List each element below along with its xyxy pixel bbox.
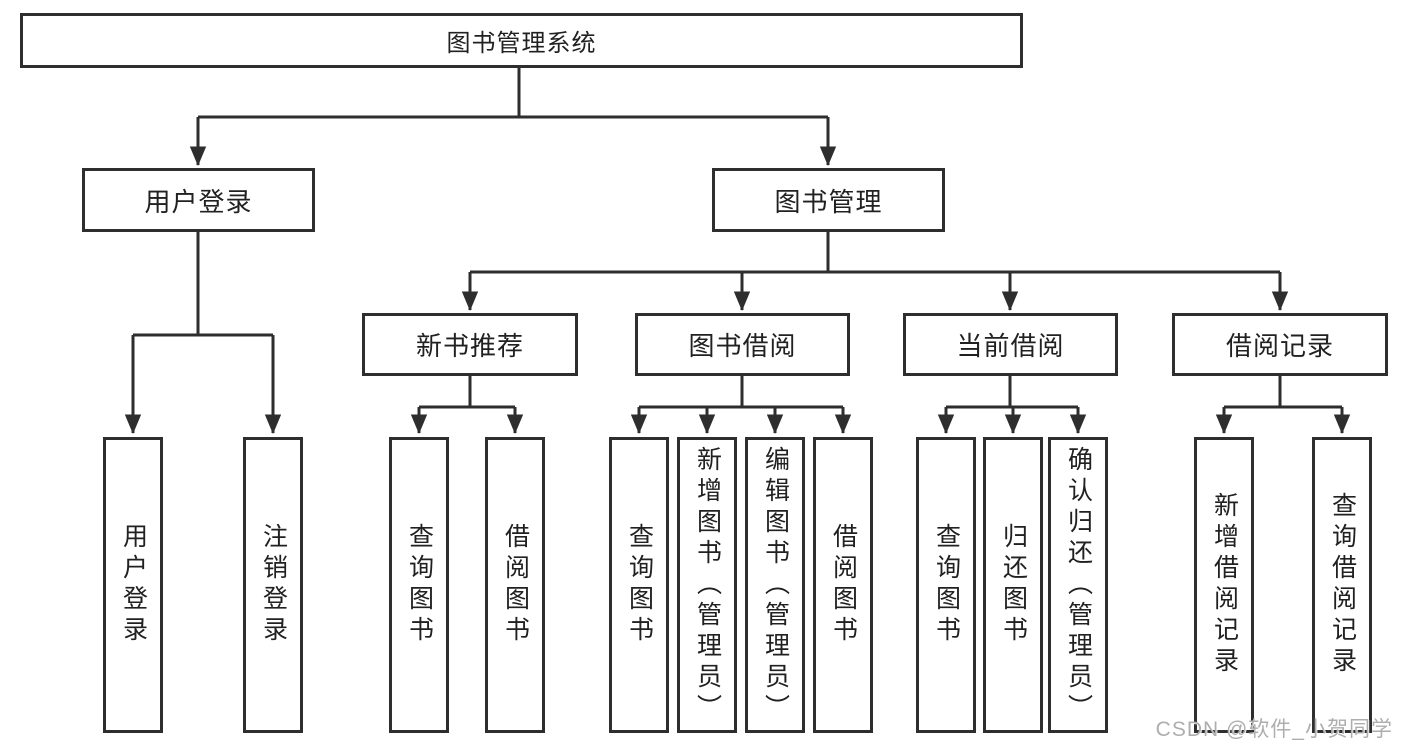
node-bb-add-books-admin: 新增图书（管理员）	[677, 437, 737, 733]
node-current-borrowing: 当前借阅	[903, 313, 1118, 376]
node-cb-query-books: 查询图书	[916, 437, 976, 733]
node-logout-leaf: 注销登录	[243, 437, 303, 733]
node-book-borrowing: 图书借阅	[635, 313, 850, 376]
node-nr-query-books: 查询图书	[389, 437, 449, 733]
node-bb-borrow-books: 借阅图书	[813, 437, 873, 733]
node-cb-return-books: 归还图书	[983, 437, 1043, 733]
node-borrowing-records: 借阅记录	[1172, 313, 1388, 376]
watermark-csdn: CSDN @软件_小贺同学	[1155, 718, 1393, 741]
node-nr-borrow-books: 借阅图书	[485, 437, 545, 733]
node-cb-confirm-return-admin: 确认归还（管理员）	[1048, 437, 1108, 733]
node-new-book-recommendation: 新书推荐	[362, 313, 578, 376]
node-br-query-record: 查询借阅记录	[1312, 437, 1372, 733]
node-bb-query-books: 查询图书	[609, 437, 669, 733]
node-book-management: 图书管理	[712, 168, 945, 232]
node-library-management-system: 图书管理系统	[20, 13, 1023, 68]
node-user-login-leaf: 用户登录	[103, 437, 163, 733]
node-user-login: 用户登录	[82, 168, 315, 232]
node-br-add-record: 新增借阅记录	[1194, 437, 1254, 733]
node-bb-edit-books-admin: 编辑图书（管理员）	[745, 437, 805, 733]
